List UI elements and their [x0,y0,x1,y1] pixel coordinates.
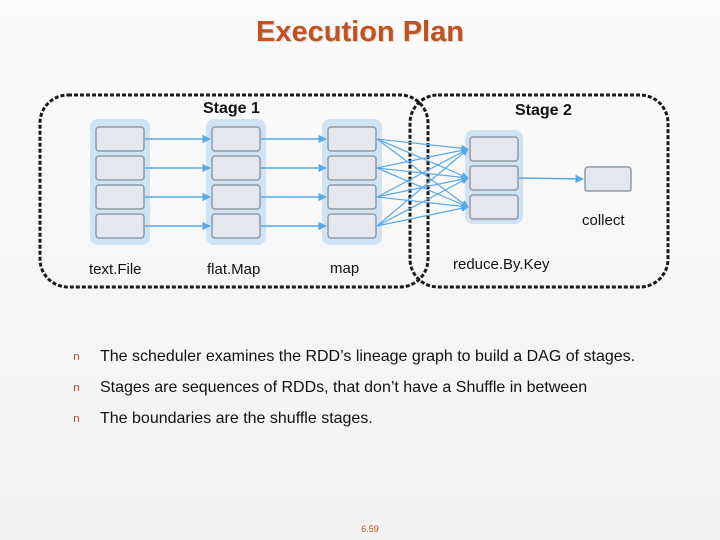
op-label-flatmap: flat.Map [207,261,261,278]
op-label-collect: collect [582,212,625,229]
partition-reducebykey-2 [469,165,519,191]
bullet-item: n The boundaries are the shuffle stages. [70,408,680,429]
square-n-bullet-icon: n [73,412,80,425]
square-n-bullet-icon: n [73,381,80,394]
partition-textfile-3 [95,184,145,210]
partition-flatmap-3 [211,184,261,210]
slide-title: Execution Plan [256,16,464,48]
partitions [95,126,632,239]
partition-map-4 [327,213,377,239]
partition-flatmap-1 [211,126,261,152]
collect-arrow [518,174,584,184]
partition-reducebykey-1 [469,136,519,162]
partition-reducebykey-3 [469,194,519,220]
bullet-item: n The scheduler examines the RDD’s linea… [70,346,680,367]
bullet-text: The boundaries are the shuffle stages. [100,410,373,427]
stage-1-label: Stage 1 [203,100,260,117]
bullet-item: n Stages are sequences of RDDs, that don… [70,377,680,398]
partition-map-1 [327,126,377,152]
partition-flatmap-2 [211,155,261,181]
bullet-text: Stages are sequences of RDDs, that don’t… [100,379,588,396]
stage-2-boundary [408,93,670,289]
partition-textfile-1 [95,126,145,152]
partition-collect-result [584,166,632,192]
narrow-dependency-arrows [145,134,327,231]
stage-1-boundary [38,93,430,289]
bullet-list: n The scheduler examines the RDD’s linea… [70,346,680,439]
partition-map-2 [327,155,377,181]
page-number: 6.59 [361,524,379,534]
stage-2-label: Stage 2 [515,102,572,119]
square-n-bullet-icon: n [73,350,80,363]
partition-textfile-4 [95,213,145,239]
op-label-textfile: text.File [89,261,142,278]
bullet-text: The scheduler examines the RDD’s lineage… [100,348,636,365]
execution-plan-diagram [38,93,670,289]
partition-map-3 [327,184,377,210]
op-label-map: map [330,260,360,277]
op-label-reducebykey: reduce.By.Key [453,256,550,273]
partition-textfile-2 [95,155,145,181]
partition-flatmap-4 [211,213,261,239]
shuffle-arrows [376,138,469,227]
